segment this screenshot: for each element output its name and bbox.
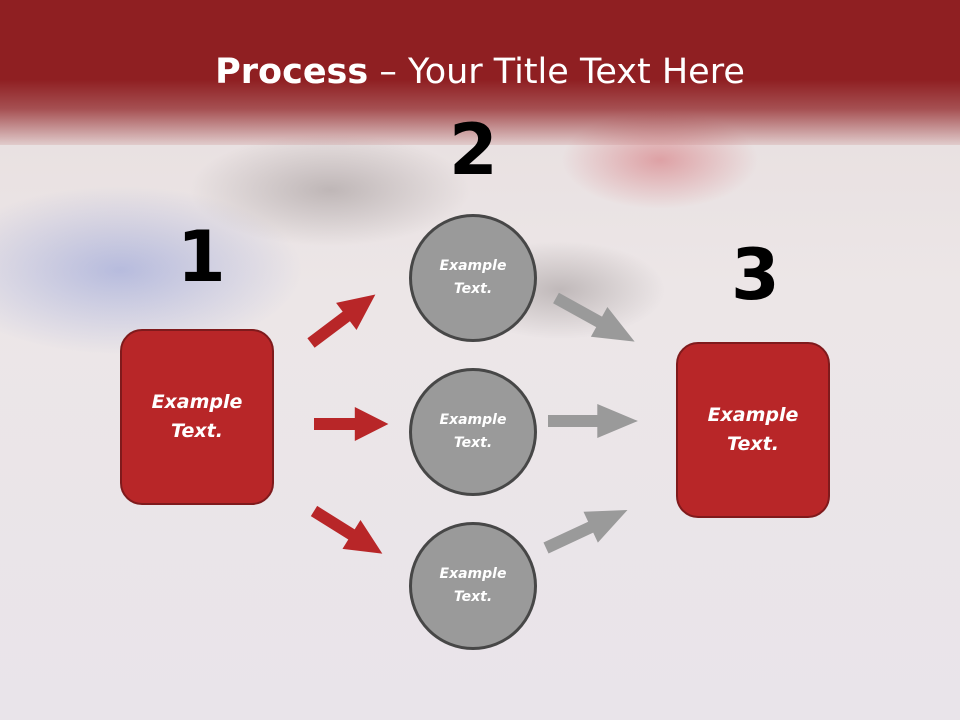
step-number-2: 2 [449,109,498,191]
circle-3-label: Example Text. [439,566,507,605]
circle-1-label: Example Text. [439,258,507,297]
title-banner [0,0,960,145]
step-2-circle-3[interactable]: Example Text. [409,522,537,650]
arrow-right-icon [314,407,389,441]
title-bold: Process [215,52,369,92]
step-2-circle-1[interactable]: Example Text. [409,214,537,342]
step-2-circle-2[interactable]: Example Text. [409,368,537,496]
step-number-3: 3 [731,234,780,316]
slide-title: Process – Your Title Text Here [0,52,960,92]
arrow-up-right-icon [538,494,635,564]
step-1-box[interactable]: Example Text. [120,329,274,505]
step-3-label: Example Text. [707,404,799,455]
arrow-up-right-icon [300,280,386,357]
step-number-1: 1 [177,216,226,298]
arrow-down-right-icon [304,496,392,569]
step-1-label: Example Text. [151,391,243,442]
arrow-down-right-icon [547,283,643,357]
circle-2-label: Example Text. [439,412,507,451]
title-rest: – Your Title Text Here [368,52,745,92]
step-3-box[interactable]: Example Text. [676,342,830,518]
arrow-right-icon [548,404,638,438]
